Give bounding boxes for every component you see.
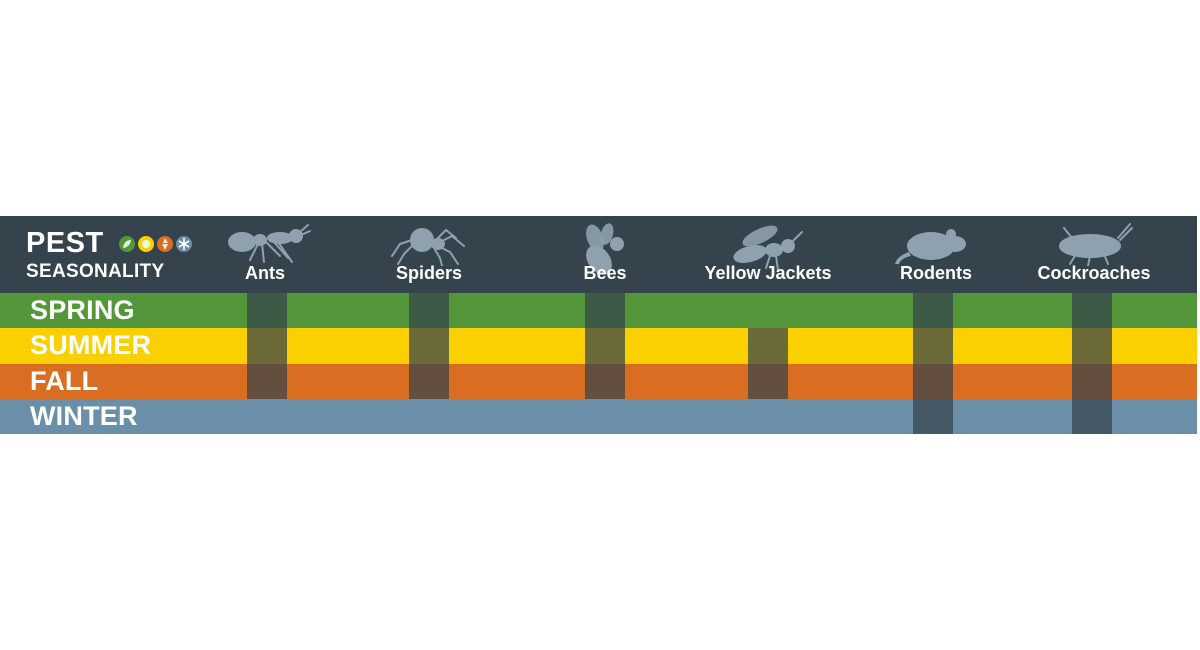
title-line1: PEST <box>26 227 104 259</box>
pest-label: Spiders <box>395 263 463 283</box>
pest-label: Cockroaches <box>1037 263 1151 283</box>
title-line2: SEASONALITY <box>26 261 165 282</box>
header-band: PEST SEASONALITY Ants Spiders Bees Yellow J… <box>0 216 1197 293</box>
spider-icon <box>384 222 474 271</box>
rodent-icon <box>891 222 975 271</box>
season-label: SUMMER <box>30 330 152 361</box>
season-label: FALL <box>30 365 99 396</box>
pest-seasonality-chart: PEST SEASONALITY Ants Spiders Bees Yellow J… <box>0 216 1197 434</box>
active-bar-ants <box>247 293 287 399</box>
active-bar-rodents <box>913 293 953 434</box>
season-label: SPRING <box>30 295 135 326</box>
ant-icon <box>222 222 312 271</box>
active-bar-bees <box>585 293 625 399</box>
season-row-winter: WINTER <box>0 398 1197 434</box>
active-bar-cockroaches <box>1072 293 1112 434</box>
season-label: WINTER <box>30 400 138 431</box>
pest-label: Rodents <box>900 263 972 283</box>
pest-label: Bees <box>583 263 627 283</box>
bee-icon <box>577 222 633 287</box>
active-bar-spiders <box>409 293 449 399</box>
pest-label: Yellow Jackets <box>704 263 832 283</box>
cockroach-icon <box>1050 222 1134 271</box>
pest-label: Ants <box>245 263 285 283</box>
active-bar-yellow-jackets <box>748 328 788 399</box>
season-icons <box>119 236 192 252</box>
yellow-jacket-icon <box>726 222 810 279</box>
